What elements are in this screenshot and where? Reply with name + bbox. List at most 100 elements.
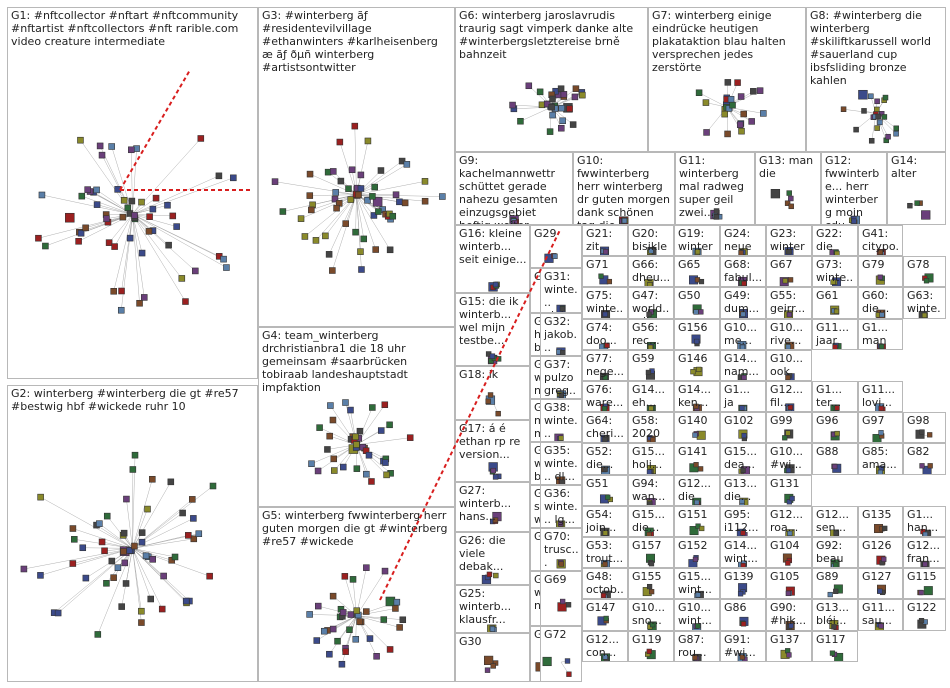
group-network-g119	[645, 648, 656, 659]
vertex	[352, 636, 360, 643]
vertex	[834, 250, 840, 256]
vertex	[487, 392, 494, 398]
group-cell-g89: G89	[812, 568, 858, 600]
edge	[355, 194, 357, 233]
group-label: G86	[724, 601, 747, 615]
vertex	[834, 431, 840, 437]
vertex	[833, 309, 840, 315]
vertex	[78, 192, 86, 200]
edge	[113, 214, 133, 292]
group-label: G1... man	[862, 320, 892, 347]
group-network-g132	[920, 528, 932, 536]
vertex	[182, 298, 189, 305]
group-cell-g140: G140	[674, 412, 720, 444]
group-label: G52: die...	[586, 445, 616, 472]
vertex	[882, 525, 888, 531]
vertex	[37, 572, 44, 579]
edge	[132, 548, 163, 610]
vertex	[322, 232, 329, 240]
group-label: G24: neue ereignis...	[724, 227, 762, 255]
vertex	[165, 241, 172, 249]
group-network-g95	[736, 528, 748, 536]
group-label: G157	[632, 539, 662, 552]
vertex	[373, 653, 380, 660]
group-label: G131	[770, 476, 800, 490]
group-label: G15... dea...	[724, 445, 761, 472]
vertex	[368, 478, 375, 485]
group-cell-g99: G99	[766, 412, 812, 444]
group-label: G11... lovi...	[862, 383, 899, 409]
vertex	[386, 646, 394, 653]
vertex	[124, 204, 132, 212]
vertex	[381, 567, 389, 575]
group-label: G115	[907, 570, 937, 584]
vertex	[372, 246, 379, 253]
group-network-g149	[737, 560, 747, 568]
group-cell-g111: G11... lovi...	[858, 381, 903, 413]
group-label: G21: zit winterb... ik daar	[586, 227, 621, 255]
group-cell-g3: G3: #winterberg ãƒ #residentevilvillage …	[258, 7, 455, 327]
group-cell-g41: G41: citypo... cityofj...	[858, 225, 903, 257]
vertex	[386, 246, 394, 254]
edge	[132, 548, 142, 612]
vertex	[546, 128, 554, 135]
group-cell-g75: G75: winte...	[582, 287, 628, 319]
group-network-g114	[876, 343, 886, 349]
group-network-g106	[647, 621, 657, 630]
group-network-g103	[784, 464, 795, 474]
group-cell-g53: G53: trout... der...	[582, 537, 628, 569]
vertex	[918, 590, 924, 596]
group-network-g50	[692, 304, 704, 316]
vertex	[725, 105, 733, 112]
vertex	[138, 619, 145, 626]
group-cell-g114: G1... man	[858, 318, 903, 350]
vertex	[393, 598, 401, 606]
vertex	[324, 446, 331, 453]
vertex	[126, 547, 134, 554]
group-network-g121	[785, 529, 795, 536]
group-network-g152	[688, 555, 699, 568]
vertex	[877, 249, 884, 255]
vertex	[695, 592, 701, 598]
vertex	[38, 191, 46, 199]
group-network-g118	[832, 342, 842, 349]
group-network-g85	[876, 466, 886, 474]
group-label: G10... ook	[770, 351, 807, 378]
group-network-g19	[692, 247, 702, 256]
vertex	[128, 197, 136, 205]
group-label: G155	[632, 570, 662, 584]
vertex	[377, 167, 385, 174]
vertex	[785, 590, 791, 597]
group-label: G13... bléi...	[816, 601, 853, 628]
edge	[23, 548, 133, 570]
vertex	[364, 197, 371, 204]
group-label: G140	[678, 414, 708, 428]
group-label: G146	[678, 351, 708, 365]
group-network-g47	[646, 309, 657, 318]
vertex	[893, 125, 899, 132]
group-label: G91: #wi...	[724, 632, 756, 659]
group-network-g158	[644, 527, 654, 536]
vertex	[495, 410, 501, 417]
edge	[132, 548, 172, 561]
vertex	[602, 374, 608, 380]
group-cell-g132: G1... han...	[903, 505, 946, 537]
edge	[513, 106, 552, 110]
group-network-g78	[922, 273, 934, 284]
group-cell-g157: G157	[628, 537, 674, 569]
group-label: G10... sno...	[632, 601, 669, 628]
group-label: G15... holi...	[632, 445, 669, 472]
group-network-g75	[601, 310, 611, 318]
vertex	[785, 560, 791, 566]
vertex	[358, 266, 365, 273]
group-cell-g106: G10... sno...	[628, 599, 674, 631]
group-network-g67	[779, 277, 794, 287]
group-cell-g95: G95: i112...	[720, 505, 766, 537]
group-label: G12... sen...	[816, 507, 853, 534]
group-network-g12	[848, 215, 860, 224]
group-network-g41	[876, 249, 886, 256]
group-label: G89	[816, 570, 839, 584]
group-cell-g144: G14... eh...	[628, 381, 674, 413]
vertex	[103, 580, 110, 587]
group-label: G127	[862, 570, 892, 584]
